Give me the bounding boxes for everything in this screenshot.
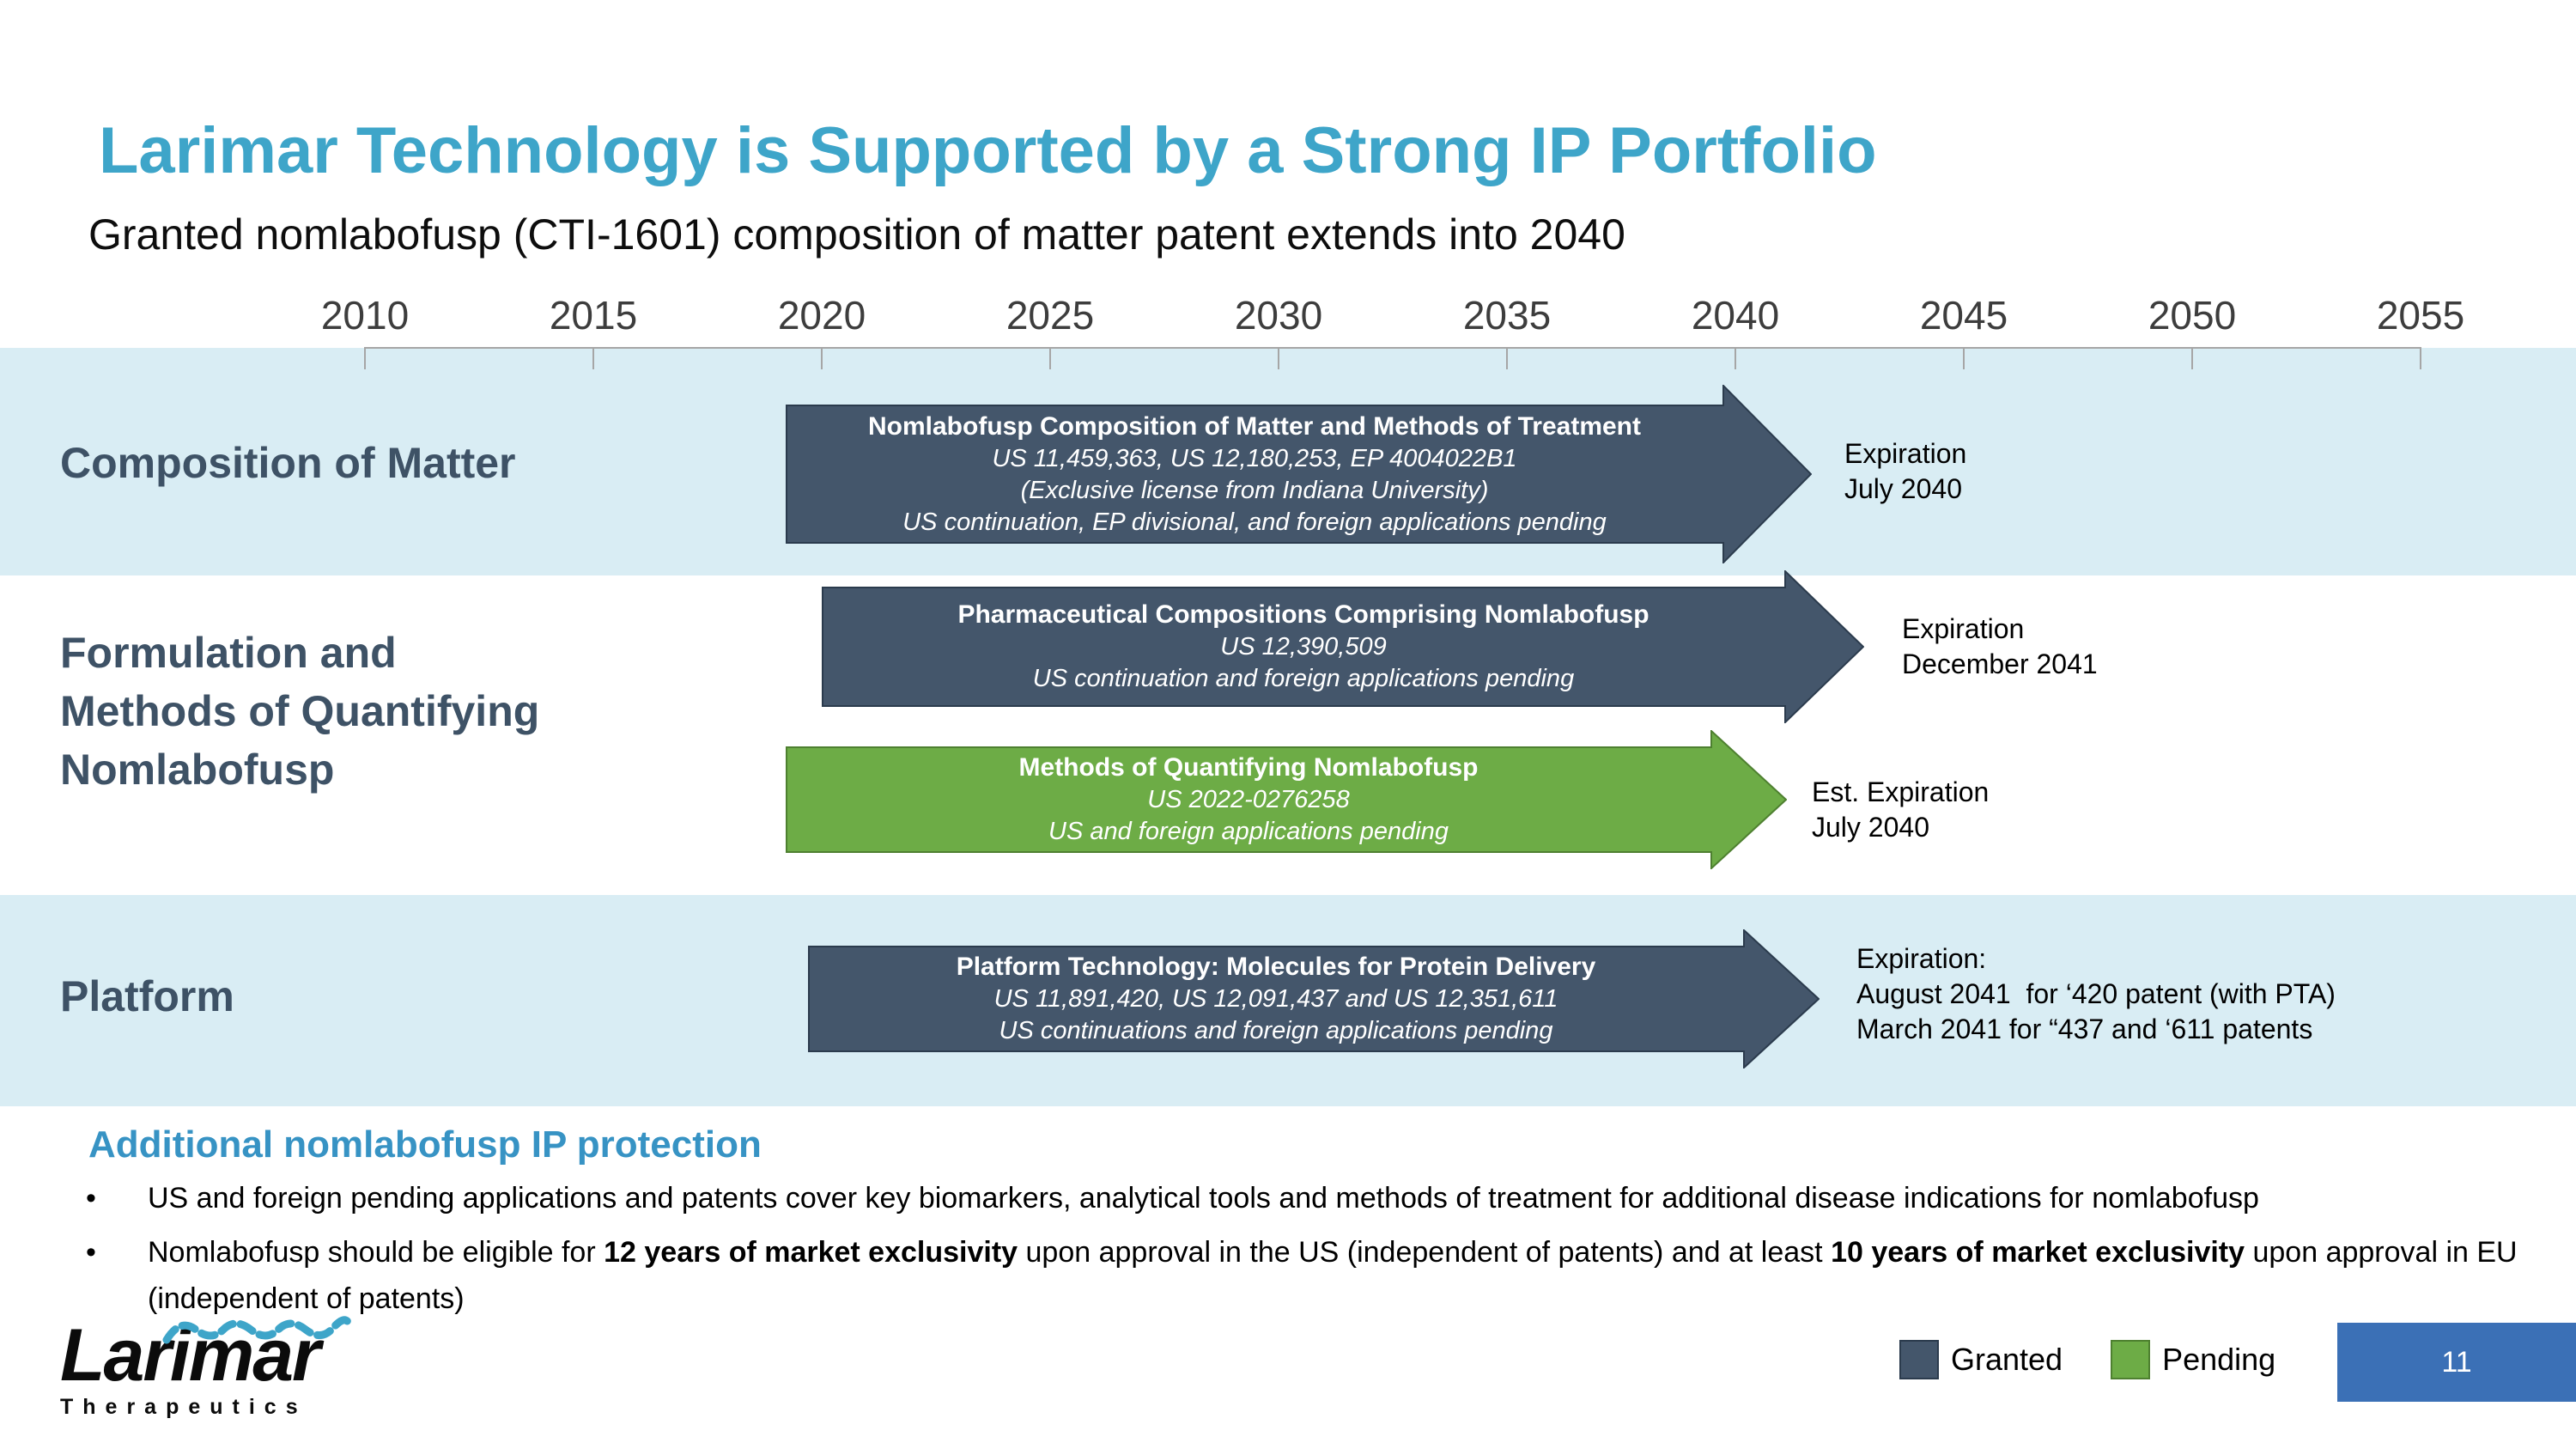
granted-arrow-shape bbox=[786, 385, 1812, 563]
patent-detail: US continuation and foreign applications… bbox=[1032, 665, 1575, 692]
patent-title: Pharmaceutical Compositions Comprising N… bbox=[957, 600, 1649, 629]
expiration-line: December 2041 bbox=[1902, 648, 2098, 679]
timeline-tick bbox=[1278, 347, 1279, 369]
patent-detail: US 2022-0276258 bbox=[1147, 786, 1350, 813]
pending-arrow-shape bbox=[786, 730, 1787, 869]
legend-pending-label: Pending bbox=[2162, 1342, 2276, 1377]
patent-arrow-2: Pharmaceutical Compositions Comprising N… bbox=[822, 570, 1864, 723]
patent-detail: US continuation, EP divisional, and fore… bbox=[902, 508, 1607, 536]
timeline-tick bbox=[1049, 347, 1051, 369]
logo-chain-icon bbox=[162, 1316, 354, 1344]
patent-title: Platform Technology: Molecules for Prote… bbox=[956, 953, 1596, 981]
timeline-tick bbox=[1506, 347, 1508, 369]
timeline-tick bbox=[364, 347, 366, 369]
page-number-box: 11 bbox=[2337, 1323, 2576, 1402]
patent-detail: US and foreign applications pending bbox=[1048, 818, 1449, 845]
expiration-line: August 2041 for ‘420 patent (with PTA) bbox=[1856, 978, 2336, 1009]
timeline-tick bbox=[2420, 347, 2421, 369]
patent-detail: (Exclusive license from Indiana Universi… bbox=[1020, 476, 1489, 504]
timeline-year-label: 2040 bbox=[1691, 293, 1780, 338]
patent-arrow-1: Nomlabofusp Composition of Matter and Me… bbox=[786, 385, 1812, 563]
expiration-line: Expiration: bbox=[1856, 943, 1987, 974]
timeline-year-label: 2025 bbox=[1005, 293, 1095, 338]
patent-detail: US continuations and foreign application… bbox=[999, 1017, 1553, 1044]
patent-title: Methods of Quantifying Nomlabofusp bbox=[1018, 753, 1479, 782]
timeline-tick bbox=[592, 347, 594, 369]
row-label-composition-of-matter: Composition of Matter bbox=[60, 439, 516, 487]
legend-granted-label: Granted bbox=[1951, 1342, 2063, 1377]
patent-detail: US 11,891,420, US 12,091,437 and US 12,3… bbox=[993, 985, 1558, 1013]
patent-arrow-text: Pharmaceutical Compositions Comprising N… bbox=[834, 588, 1773, 706]
bullet-text: US and foreign pending applications and … bbox=[148, 1182, 2259, 1215]
bullet-marker: • bbox=[86, 1182, 96, 1215]
patent-title: Nomlabofusp Composition of Matter and Me… bbox=[868, 411, 1641, 441]
bullet-marker: • bbox=[86, 1236, 96, 1269]
timeline-year-label: 2050 bbox=[2148, 293, 2237, 338]
patent-detail: US 12,390,509 bbox=[1220, 633, 1387, 661]
bullet-list: • US and foreign pending applications and… bbox=[86, 1175, 2533, 1330]
patent-arrow-text: Platform Technology: Molecules for Prote… bbox=[820, 947, 1732, 1051]
slide-title: Larimar Technology is Supported by a Str… bbox=[99, 114, 1877, 187]
timeline-year-label: 2055 bbox=[2376, 293, 2465, 338]
expiration-line: Expiration bbox=[1844, 438, 1967, 469]
page-number: 11 bbox=[2441, 1345, 2472, 1379]
timeline-tick bbox=[1963, 347, 1965, 369]
bullet-item: • US and foreign pending applications and… bbox=[86, 1175, 2533, 1221]
larimar-logo: Larimar Therapeutics bbox=[60, 1316, 354, 1420]
granted-arrow-shape bbox=[822, 570, 1864, 723]
timeline-year-label: 2035 bbox=[1462, 293, 1552, 338]
legend-pending-swatch bbox=[2111, 1340, 2151, 1379]
expiration-line: Expiration bbox=[1902, 613, 2025, 644]
expiration-line: Est. Expiration bbox=[1812, 776, 1990, 807]
expiration-line: March 2041 for “437 and ‘611 patents bbox=[1856, 1014, 2313, 1044]
patent-arrow-text: Methods of Quantifying Nomlabofusp US 202… bbox=[798, 747, 1699, 852]
timeline-tick bbox=[1735, 347, 1736, 369]
timeline-tick bbox=[821, 347, 823, 369]
additional-ip-heading: Additional nomlabofusp IP protection bbox=[88, 1123, 762, 1166]
legend: Granted Pending bbox=[1899, 1340, 2275, 1379]
patent-arrow-text: Nomlabofusp Composition of Matter and Me… bbox=[798, 405, 1711, 543]
bullet-item: • Nomlabofusp should be eligible for 12 y… bbox=[86, 1229, 2533, 1322]
row-label-platform: Platform bbox=[60, 972, 234, 1020]
expiration-label-4: Expiration: August 2041 for ‘420 patent (… bbox=[1856, 941, 2336, 1047]
bullet-text: Nomlabofusp should be eligible for 12 ye… bbox=[148, 1236, 2518, 1315]
granted-arrow-shape bbox=[808, 929, 1820, 1068]
logo-subtext: Therapeutics bbox=[60, 1395, 307, 1419]
expiration-line: July 2040 bbox=[1844, 473, 1962, 504]
timeline-year-label: 2045 bbox=[1919, 293, 2008, 338]
timeline-year-label: 2030 bbox=[1234, 293, 1323, 338]
legend-granted-swatch bbox=[1899, 1340, 1939, 1379]
timeline-year-label: 2020 bbox=[777, 293, 866, 338]
patent-detail: US 11,459,363, US 12,180,253, EP 4004022… bbox=[992, 444, 1517, 472]
timeline-year-label: 2010 bbox=[320, 293, 410, 338]
timeline-line bbox=[365, 347, 2421, 349]
slide-subtitle: Granted nomlabofusp (CTI-1601) compositi… bbox=[88, 210, 1625, 259]
expiration-line: July 2040 bbox=[1812, 812, 1929, 843]
patent-arrow-4: Platform Technology: Molecules for Prote… bbox=[808, 929, 1820, 1068]
row-label-formulation-and-quantifying: Formulation and Methods of Quantifying N… bbox=[60, 629, 540, 794]
timeline-tick bbox=[2191, 347, 2193, 369]
patent-arrow-3: Methods of Quantifying Nomlabofusp US 202… bbox=[786, 730, 1787, 869]
timeline-year-label: 2015 bbox=[549, 293, 638, 338]
